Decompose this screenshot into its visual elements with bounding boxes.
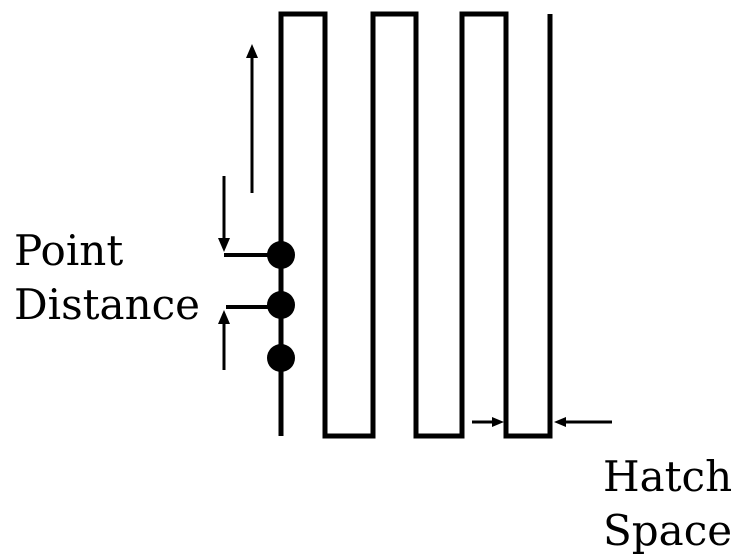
hatch-space-label-line-2: Space xyxy=(603,506,733,555)
point-distance-label-line-2: Distance xyxy=(14,280,201,329)
point-distance-label: Point Distance xyxy=(14,224,200,332)
hatch-space-label-line-1: Hatch xyxy=(603,452,733,501)
hatch-space-label: Hatch Space xyxy=(603,450,732,558)
laser-point xyxy=(267,344,295,372)
hatch-space-arrow-left xyxy=(554,417,612,427)
point-distance-arrow-down xyxy=(218,176,230,252)
scan-path xyxy=(278,11,553,439)
scan-direction-arrow xyxy=(246,44,258,193)
point-distance-arrow-up xyxy=(218,310,230,370)
point-distance-label-line-1: Point xyxy=(14,226,124,275)
hatch-space-arrow-right xyxy=(472,417,504,427)
